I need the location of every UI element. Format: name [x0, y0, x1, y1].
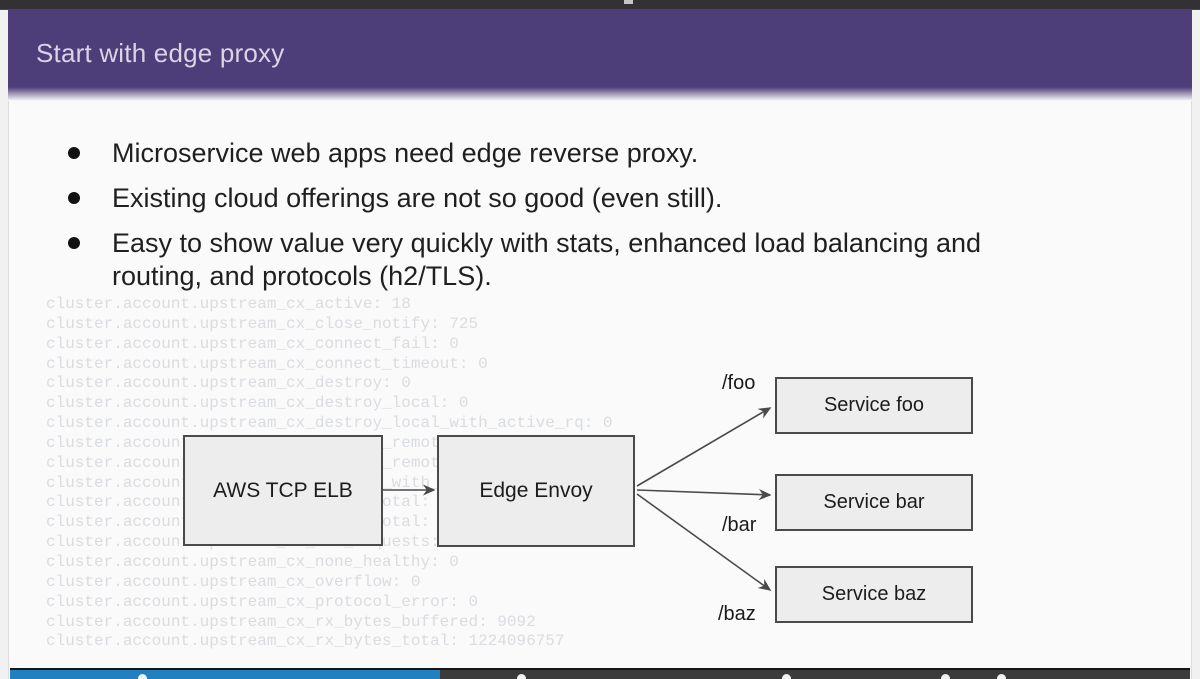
bullet-item: Easy to show value very quickly with sta…: [68, 227, 1078, 293]
stats-line: cluster.account.upstream_cx_rx_bytes_buf…: [46, 612, 536, 631]
stats-line: cluster.account.upstream_cx_overflow: 0: [46, 572, 421, 591]
stats-line: cluster.account.upstream_cx_connect_time…: [46, 354, 488, 373]
chapter-marker[interactable]: [517, 674, 526, 679]
top-chrome-bar: [0, 0, 1200, 10]
diagram-node-service-bar: Service bar: [775, 474, 973, 531]
bullet-item: Microservice web apps need edge reverse …: [68, 137, 1078, 170]
chapter-marker[interactable]: [782, 674, 791, 679]
route-label-baz: /baz: [718, 603, 756, 625]
slide-surface: [8, 10, 1192, 679]
diagram-node-edge-envoy: Edge Envoy: [437, 435, 635, 547]
route-label-foo: /foo: [722, 372, 756, 394]
stats-line: cluster.account.upstream_cx_destroy: 0: [46, 374, 411, 393]
stats-line: cluster.account.upstream_cx_close_notify…: [46, 314, 479, 333]
chapter-marker[interactable]: [997, 674, 1006, 679]
stats-line: cluster.account.upstream_cx_destroy_loca…: [46, 394, 469, 413]
diagram-node-aws-tcp-elb: AWS TCP ELB: [183, 435, 383, 546]
diagram-node-service-foo: Service foo: [775, 377, 973, 434]
slide-title-bar: [8, 10, 1192, 87]
stats-line: cluster.account.upstream_cx_protocol_err…: [46, 592, 479, 611]
diagram-node-service-baz: Service baz: [775, 566, 973, 623]
stats-line: cluster.account.upstream_cx_connect_fail…: [46, 334, 459, 353]
bullet-list: Microservice web apps need edge reverse …: [68, 137, 1078, 305]
stats-line: cluster.account.upstream_cx_active: 18: [46, 295, 411, 313]
bullet-icon: [68, 237, 80, 249]
bullet-text: Existing cloud offerings are not so good…: [112, 183, 723, 213]
seekbar-progress-fill[interactable]: [10, 670, 440, 679]
bullet-text: Microservice web apps need edge reverse …: [112, 138, 699, 168]
top-caret-icon: [624, 0, 633, 4]
slide-title-bar-fade: [8, 87, 1192, 101]
route-label-bar: /bar: [722, 514, 757, 536]
stats-line: cluster.account.upstream_cx_destroy_loca…: [46, 414, 613, 433]
chapter-marker[interactable]: [138, 674, 147, 679]
stats-line: cluster.account.upstream_cx_rx_bytes_tot…: [46, 632, 565, 651]
player-seekbar[interactable]: [10, 668, 1190, 679]
bullet-item: Existing cloud offerings are not so good…: [68, 182, 1078, 215]
bullet-text: Easy to show value very quickly with sta…: [112, 228, 982, 291]
stats-line: cluster.account.upstream_cx_none_healthy…: [46, 552, 459, 571]
chapter-marker[interactable]: [941, 674, 950, 679]
slide-title: Start with edge proxy: [36, 38, 285, 68]
bullet-icon: [68, 147, 80, 159]
bullet-icon: [68, 192, 80, 204]
